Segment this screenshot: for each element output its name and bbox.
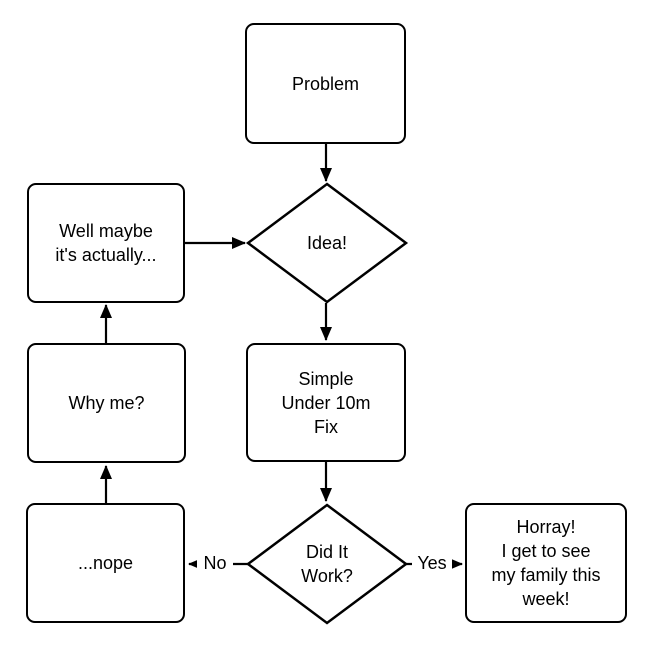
node-why-me-label: Why me? (68, 393, 145, 413)
node-why-me: Why me? (27, 343, 186, 463)
node-horray-label: Horray! I get to see my family this week… (491, 517, 601, 609)
edge-label-yes: Yes (412, 552, 452, 574)
node-well-maybe: Well maybe it's actually... (27, 183, 185, 303)
node-problem: Problem (245, 23, 406, 144)
node-nope: ...nope (26, 503, 185, 623)
node-well-maybe-label: Well maybe it's actually... (55, 221, 157, 265)
node-horray: Horray! I get to see my family this week… (465, 503, 627, 623)
node-nope-label: ...nope (77, 553, 134, 573)
node-simple-fix: Simple Under 10m Fix (246, 343, 406, 462)
node-simple-fix-label: Simple Under 10m Fix (281, 368, 371, 437)
node-problem-label: Problem (291, 73, 360, 94)
decision-idea-shape (245, 182, 409, 304)
edge-label-no: No (197, 552, 233, 574)
decision-did-it-work-shape (245, 503, 409, 625)
